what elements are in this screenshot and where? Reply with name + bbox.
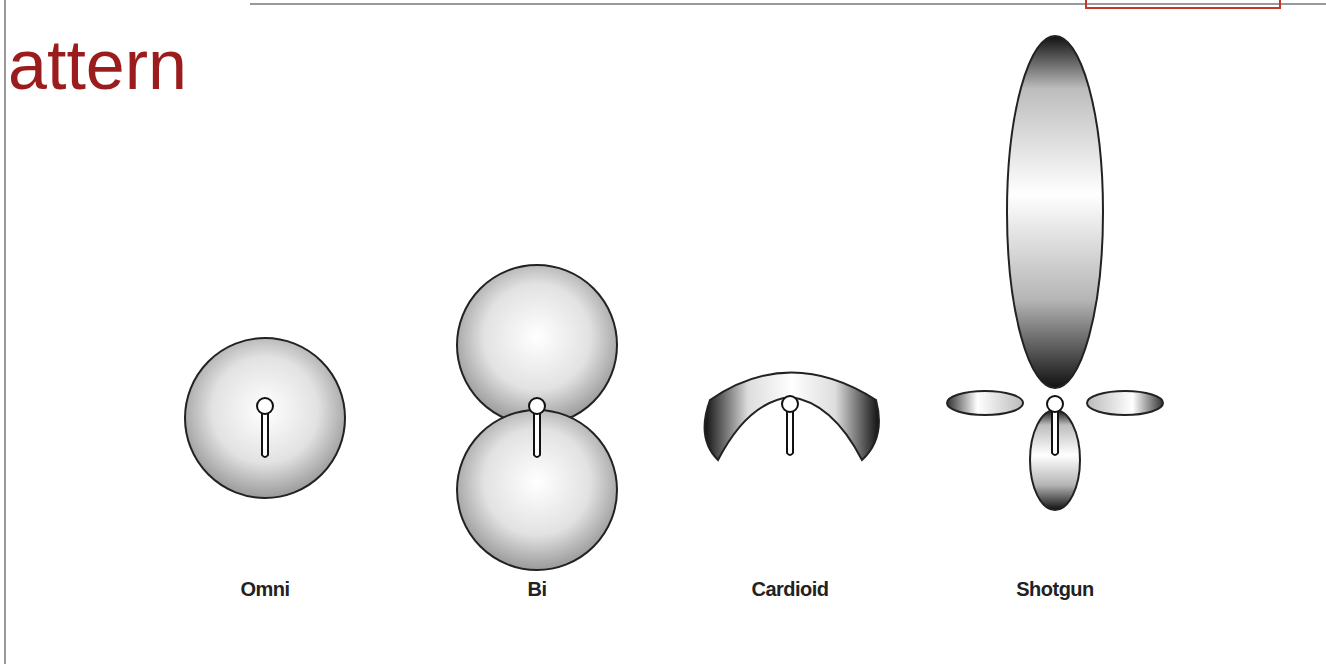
pattern-label: Shotgun <box>1016 578 1094 601</box>
pattern-label: Cardioid <box>751 578 828 601</box>
pattern-label: Bi <box>528 578 547 601</box>
pattern-label: Omni <box>240 578 289 601</box>
slide-title: attern <box>8 30 187 100</box>
